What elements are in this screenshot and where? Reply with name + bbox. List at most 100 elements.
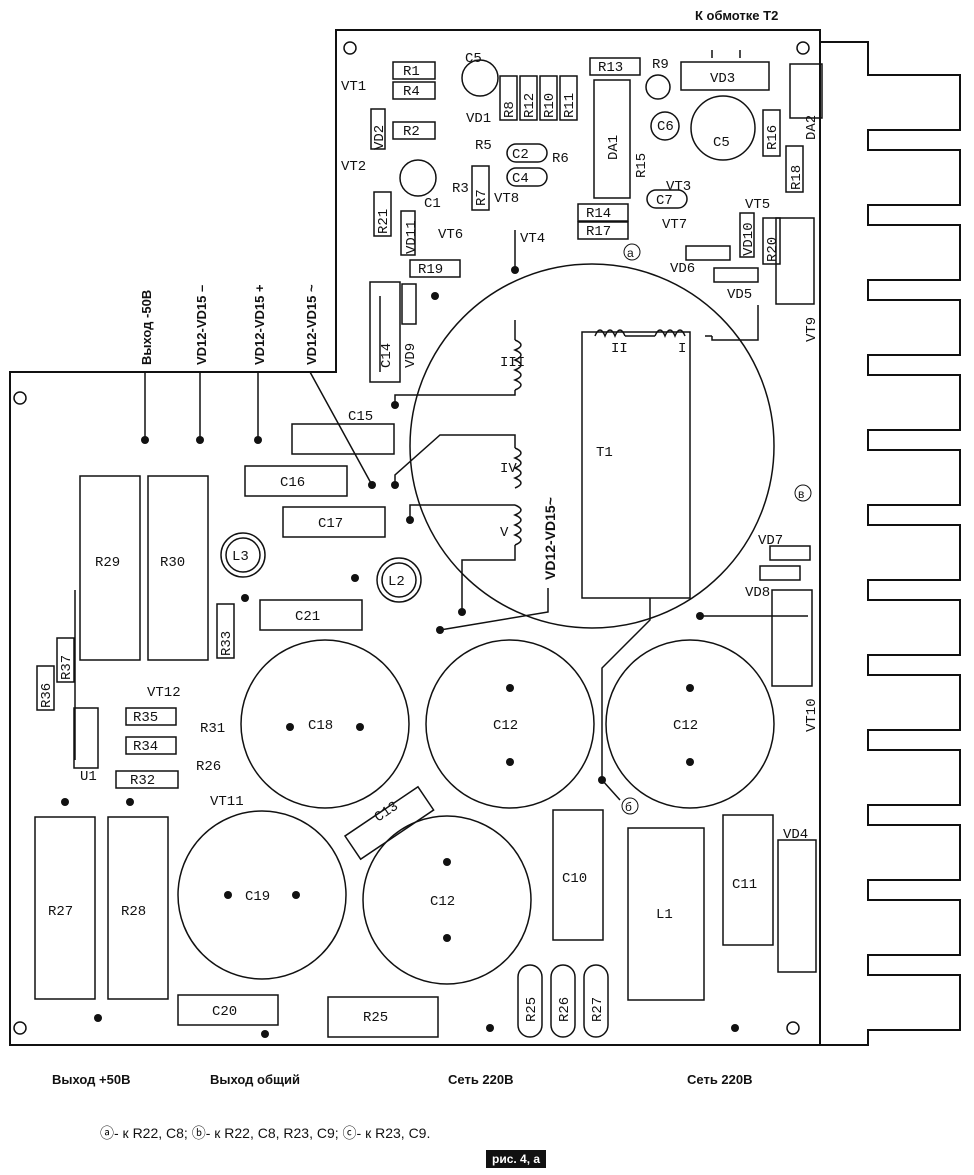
- vt1-label: VT1: [341, 79, 366, 95]
- c2-label: C2: [512, 147, 529, 163]
- c17-label: C17: [318, 516, 343, 532]
- r27-label: R27: [48, 904, 73, 920]
- vd1-label: VD1: [466, 111, 491, 127]
- label-vd-plus: VD12-VD15 +: [252, 284, 267, 365]
- c6-label: C6: [657, 119, 674, 135]
- winding-vd-label: VD12-VD15~: [542, 497, 558, 580]
- large-capacitor-pads: [224, 684, 694, 942]
- vt2-label: VT2: [341, 159, 366, 175]
- r28-label: R28: [121, 904, 146, 920]
- r24-label: R25: [363, 1010, 388, 1026]
- c4-label: C4: [512, 171, 529, 187]
- r29-label: R29: [95, 555, 120, 571]
- r4-label: R4: [403, 84, 420, 100]
- r13-label: R13: [598, 60, 623, 76]
- r7-label: R7: [474, 189, 490, 206]
- l3-label: L3: [232, 549, 249, 565]
- c20-label: C20: [212, 1004, 237, 1020]
- vd7-label: VD7: [758, 533, 783, 549]
- c5-label: C5: [713, 135, 730, 151]
- label-out-plus50: Выход +50В: [52, 1072, 130, 1087]
- r19-label: R19: [418, 262, 443, 278]
- vd5-label: VD5: [727, 287, 752, 303]
- label-out-common: Выход общий: [210, 1072, 300, 1087]
- power-resistors: [34, 475, 439, 1038]
- winding-label-iv: IV: [500, 461, 517, 477]
- r36-label: R36: [39, 683, 55, 708]
- vt11-label: VT11: [210, 794, 244, 810]
- caption: ⓐ- к R22, C8; ⓑ- к R22, C8, R23, C9; ⓒ- …: [100, 1125, 431, 1141]
- u1-label: U1: [80, 769, 97, 785]
- vd6-label: VD6: [670, 261, 695, 277]
- c21-label: C21: [295, 609, 320, 625]
- vd11-label: VD11: [404, 220, 420, 254]
- vt12-label: VT12: [147, 685, 181, 701]
- vd4-label: VD4: [783, 827, 808, 843]
- r3-label: R3: [452, 181, 469, 197]
- top-label: К обмотке Т2: [695, 8, 778, 23]
- c3-label: C5: [465, 51, 482, 67]
- r1-label: R1: [403, 64, 420, 80]
- vt7-label: VT7: [662, 217, 687, 233]
- r9-label: R9: [652, 57, 669, 73]
- r35-label: R35: [133, 710, 158, 726]
- large-capacitor-labels: C18 C12 C12 C19 C12: [245, 718, 698, 910]
- r33-label: R33: [219, 631, 235, 656]
- winding-label-v: V: [500, 525, 509, 541]
- c13-body: [343, 785, 435, 861]
- r25-label-2: R26: [557, 997, 573, 1022]
- vd10-label: VD10: [741, 222, 757, 256]
- r21-label: R21: [376, 209, 392, 234]
- winding-label-i: I: [678, 341, 686, 357]
- vd3-label: VD3: [710, 71, 735, 87]
- figure-label: рис. 4, а: [486, 1150, 547, 1168]
- r2-label: R2: [403, 124, 420, 140]
- mounting-holes: [13, 41, 810, 1035]
- r8-label: R8: [502, 101, 518, 118]
- r32-label: R32: [130, 773, 155, 789]
- pads: [61, 266, 739, 1038]
- heatsink: [820, 41, 961, 1046]
- power-resistor-labels: R29 R30 R27 R28 R25: [48, 555, 388, 1026]
- l2-label: L2: [388, 574, 405, 590]
- label-vd-ac: VD12-VD15 ~: [304, 284, 319, 365]
- film-capacitor-labels: C15 C16 C17 C21 C20 C10 C11 L1 VD4 VD7 V…: [212, 409, 808, 1020]
- r25-label-3: R27: [590, 997, 606, 1022]
- r20-label: R20: [765, 237, 781, 262]
- r34-label: R34: [133, 739, 158, 755]
- c11-label: C11: [732, 877, 757, 893]
- transformer-core: [409, 263, 775, 629]
- r31-label: R31: [200, 721, 225, 737]
- r11-label: R11: [562, 93, 578, 118]
- vt8-label: VT8: [494, 191, 519, 207]
- small-inductors: [220, 532, 422, 603]
- label-out-minus50: Выход -50В: [139, 290, 154, 365]
- winding-coils: [513, 329, 712, 546]
- small-component-labels: R1 R4 R2 R13 R14 R17 R19 C5 R9 C6 C5 C1 …: [80, 51, 770, 810]
- l1-label: L1: [656, 907, 673, 923]
- vt6-label: VT6: [438, 227, 463, 243]
- r25-label-1: R25: [524, 997, 540, 1022]
- vd8-label: VD8: [745, 585, 770, 601]
- c14-label: C14: [379, 343, 395, 368]
- c10-label: C10: [562, 871, 587, 887]
- r14-label: R14: [586, 206, 611, 222]
- da2-label: DA2: [804, 115, 820, 140]
- c18-label: C18: [308, 718, 333, 734]
- r30-label: R30: [160, 555, 185, 571]
- film-capacitors: [177, 61, 823, 1026]
- vt4-label: VT4: [520, 231, 545, 247]
- vt9-label: VT9: [804, 317, 820, 342]
- winding-label-ii: II: [611, 341, 628, 357]
- vt5-label: VT5: [745, 197, 770, 213]
- r25-bodies: [517, 964, 609, 1038]
- r16-label: R16: [765, 125, 781, 150]
- traces: [74, 50, 808, 801]
- c19-label: C19: [245, 889, 270, 905]
- c1-label: C1: [424, 196, 441, 212]
- c12-label-1: C12: [493, 718, 518, 734]
- marker-a: а: [627, 246, 634, 260]
- c13-label: C13: [372, 799, 402, 826]
- c16-label: C16: [280, 475, 305, 491]
